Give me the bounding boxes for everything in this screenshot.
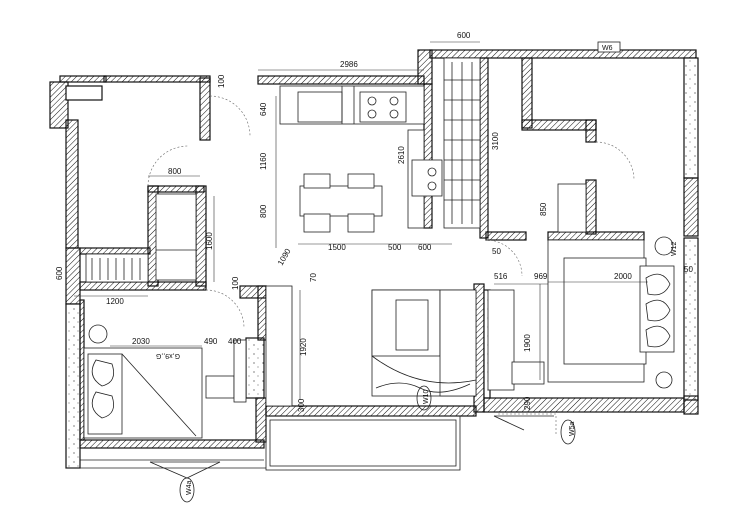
dim-600-top: 600 bbox=[457, 31, 471, 40]
dim-600-left: 600 bbox=[55, 266, 64, 280]
shelving-slats bbox=[444, 62, 480, 224]
double-bed-right bbox=[547, 236, 675, 389]
dim-1160: 1160 bbox=[259, 152, 268, 170]
dim-2986: 2986 bbox=[340, 60, 358, 69]
dimension-labels: 600 2986 100 640 1160 800 800 2610 3100 … bbox=[55, 31, 693, 412]
tag-w5a: W5a bbox=[569, 422, 576, 437]
tag-w6: W6 bbox=[602, 45, 613, 52]
double-bed-left bbox=[83, 324, 203, 439]
dim-800-left: 800 bbox=[168, 167, 182, 176]
dim-2000: 2000 bbox=[614, 272, 632, 281]
tv-unit bbox=[265, 285, 293, 407]
door-swings bbox=[147, 95, 635, 434]
dim-969: 969 bbox=[534, 272, 548, 281]
floor-note: G,x9,,G bbox=[156, 352, 180, 359]
dim-50: 50 bbox=[492, 247, 501, 256]
kitchen bbox=[279, 57, 481, 229]
dim-100: 100 bbox=[217, 74, 226, 88]
dim-290: 290 bbox=[523, 396, 532, 410]
wardrobe-left bbox=[85, 193, 197, 283]
dim-850: 850 bbox=[539, 202, 548, 216]
dim-500: 500 bbox=[388, 243, 402, 252]
dim-640: 640 bbox=[259, 102, 268, 116]
dim-2610: 2610 bbox=[397, 146, 406, 164]
dim-3100: 3100 bbox=[491, 132, 500, 150]
dining-table bbox=[299, 173, 383, 233]
dim-1200: 1200 bbox=[106, 297, 124, 306]
side-cabinet bbox=[487, 289, 515, 391]
walls bbox=[49, 49, 699, 471]
dim-100-b: 100 bbox=[231, 276, 240, 290]
tag-w12: W12 bbox=[671, 242, 678, 257]
dim-400: 400 bbox=[228, 337, 242, 346]
dim-1920: 1920 bbox=[299, 338, 308, 356]
desk-chair-left bbox=[205, 375, 235, 399]
dim-490: 490 bbox=[204, 337, 218, 346]
dim-300: 300 bbox=[297, 398, 306, 412]
armchair bbox=[511, 361, 545, 385]
dim-1900: 1900 bbox=[523, 334, 532, 352]
sofa bbox=[371, 289, 477, 397]
dim-70: 70 bbox=[309, 273, 318, 282]
tag-w10: W10 bbox=[423, 390, 430, 405]
dim-1600: 1600 bbox=[205, 232, 214, 250]
dim-516: 516 bbox=[494, 272, 508, 281]
dim-1500: 1500 bbox=[328, 243, 346, 252]
dim-50-right: 50 bbox=[684, 265, 693, 274]
dimension-lines bbox=[74, 41, 648, 400]
tag-w4a: W4a bbox=[186, 481, 193, 496]
dim-600-mid: 600 bbox=[418, 243, 432, 252]
window-tags: W6 W12 W5a W4a W10 bbox=[149, 41, 678, 503]
dim-2030: 2030 bbox=[132, 337, 150, 346]
dim-1090: 1090 bbox=[276, 247, 293, 267]
desk-right bbox=[557, 183, 587, 233]
desk-left bbox=[233, 339, 247, 403]
dim-800-vertical: 800 bbox=[259, 204, 268, 218]
